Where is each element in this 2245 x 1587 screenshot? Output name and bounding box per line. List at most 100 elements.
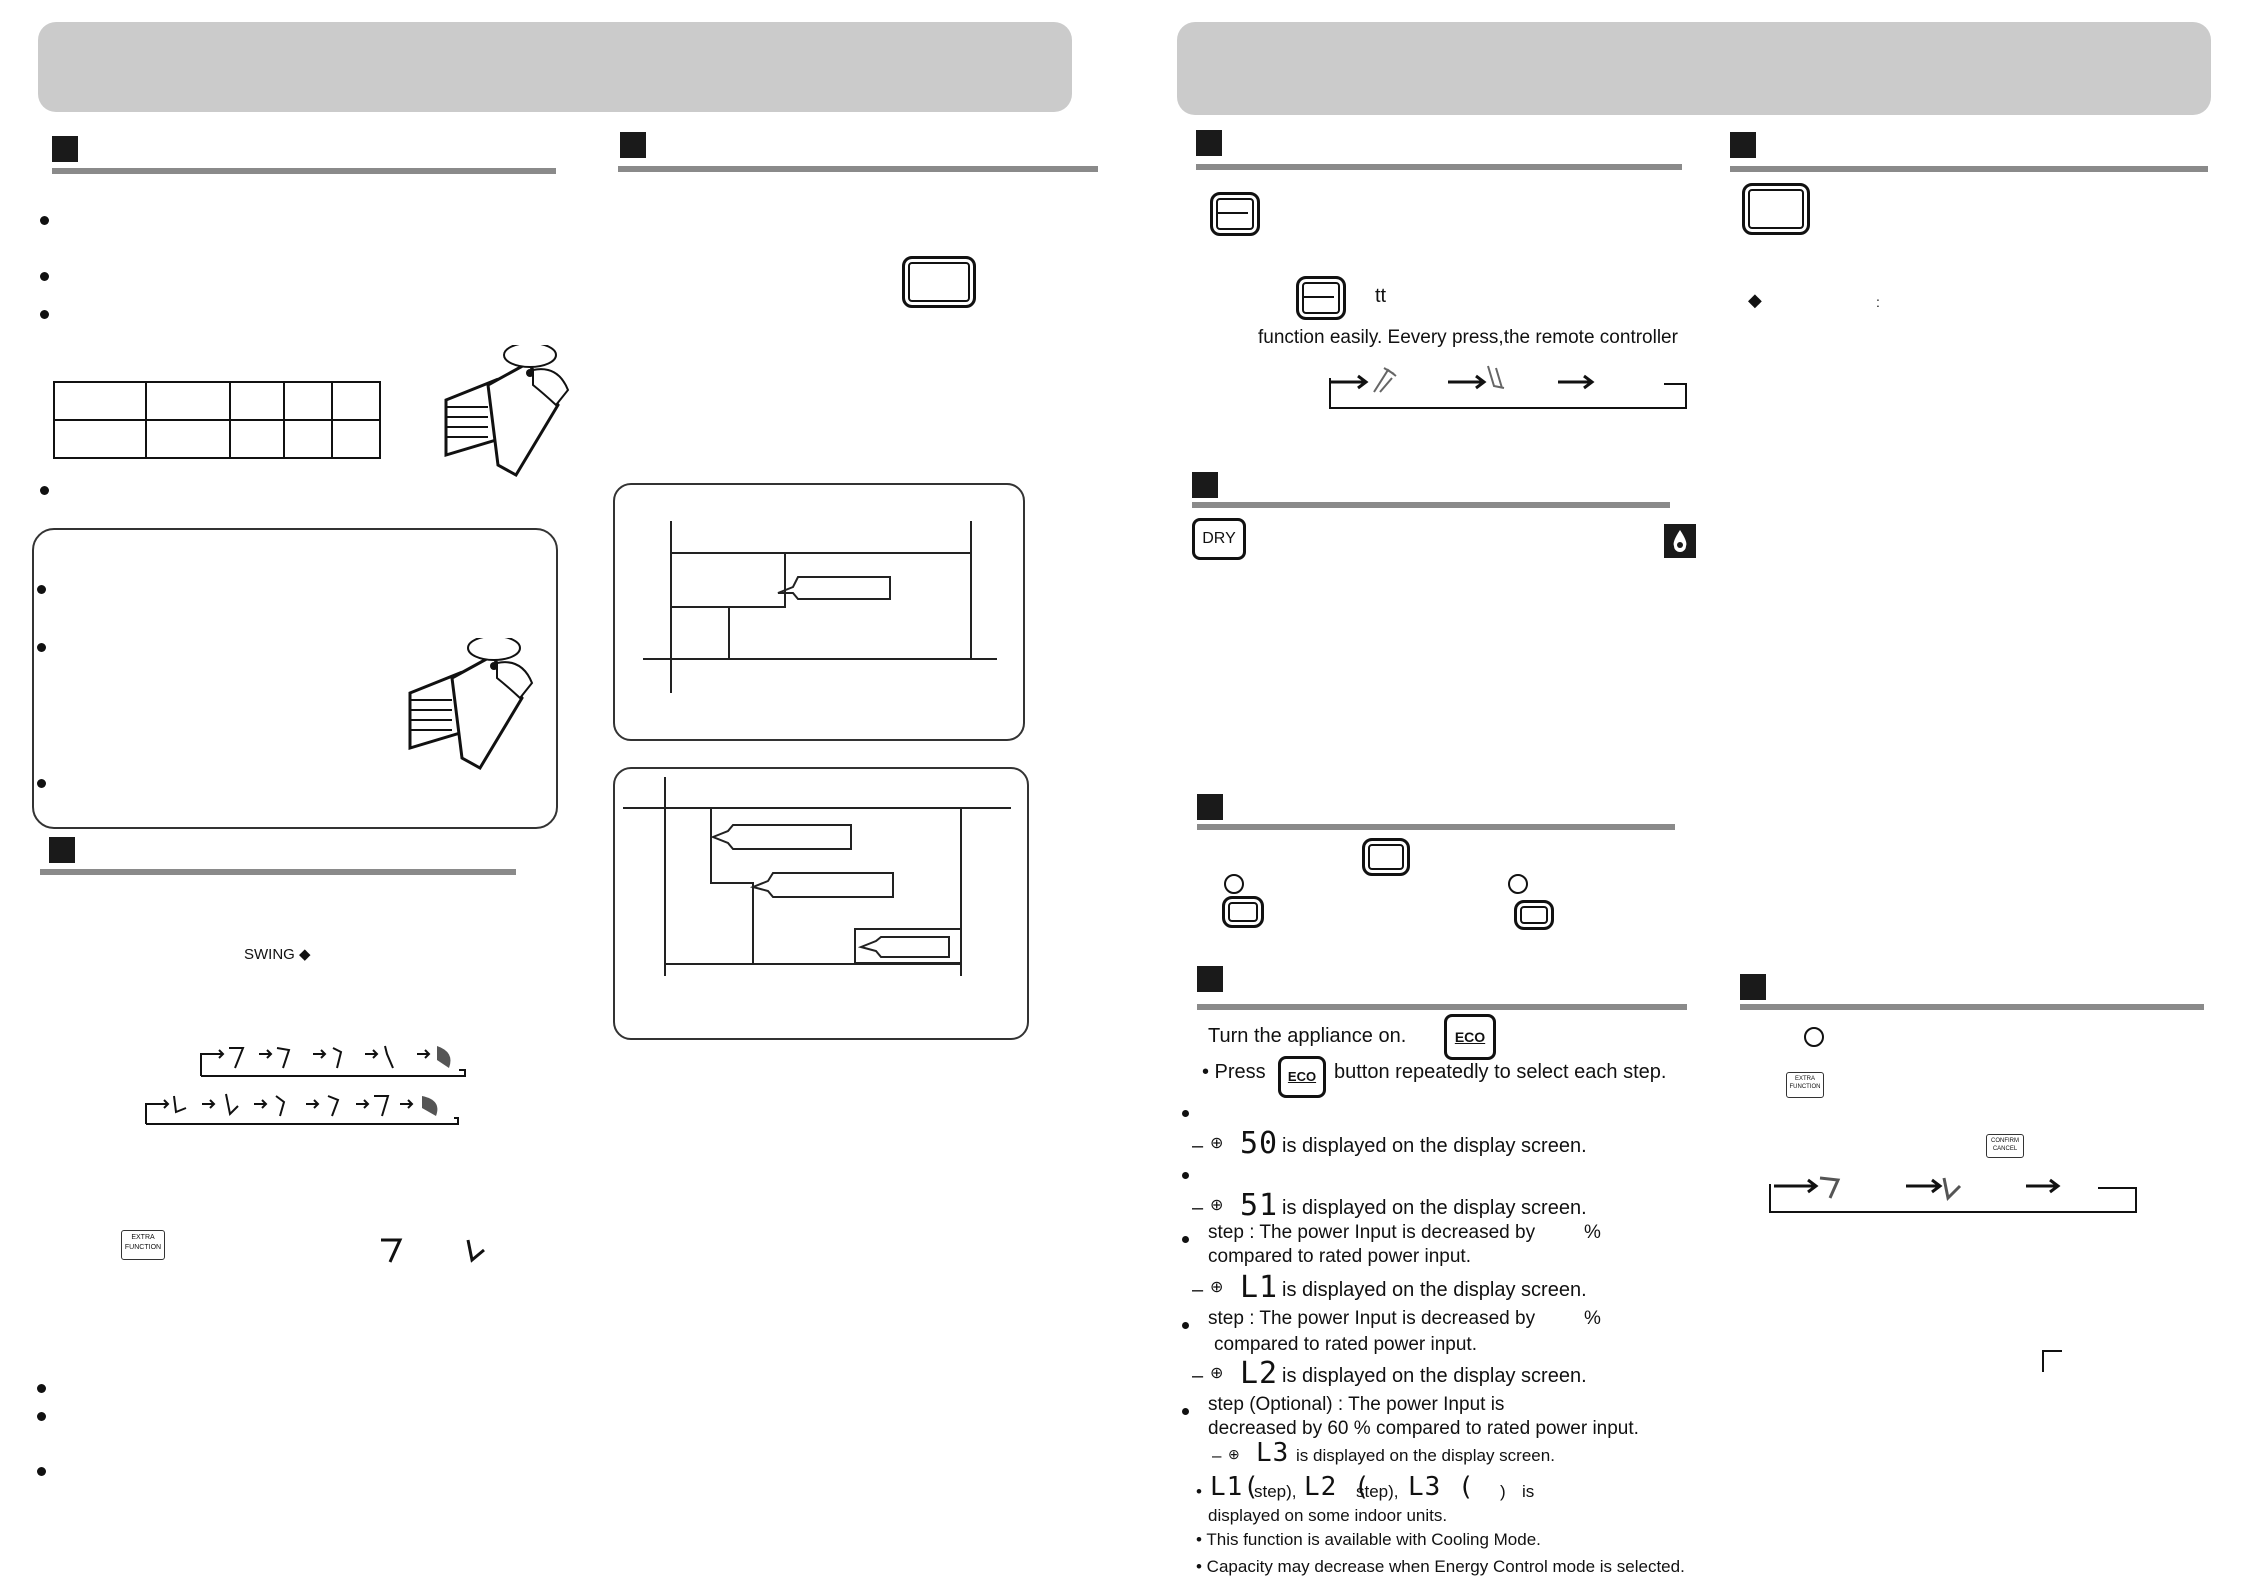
eco-step-l2-percent: % [1584,1308,1601,1329]
eco-code-l2-text: is displayed on the display screen. [1282,1365,1587,1387]
bullet [40,216,49,225]
dash-indicator: – [1192,1365,1204,1387]
dry-mode-icon [1664,524,1696,558]
airflow-button[interactable] [1210,192,1260,236]
eco-step-l2-line1: step : The power Input is decreased by [1208,1308,1536,1329]
eco-mini-icon: ⊕ [1210,1365,1224,1382]
eco-step-l3-line1: step (Optional) : The power Input is [1208,1394,1505,1415]
corner-mark [2042,1350,2062,1372]
section-marker [52,136,78,162]
section-rule [1730,166,2208,172]
eco-step-l1-line2: compared to rated power input. [1208,1246,1471,1267]
louver-down-icon [466,1239,485,1263]
section-rule [52,168,556,174]
eco-summary-s3: ) [1500,1482,1506,1501]
eco-code-l1: L1 [1240,1270,1279,1305]
bullet [37,1384,46,1393]
timing-diagram-2-lines [623,777,1011,976]
louver-up-icon [381,1238,403,1263]
bullet [1182,1408,1189,1415]
bullet [37,779,46,788]
power-icon [1224,874,1244,894]
bullet [40,310,49,319]
bullet [37,585,46,594]
extra-function-button[interactable]: EXTRA FUNCTION [121,1230,165,1260]
eco-step-51-text: is displayed on the display screen. [1282,1197,1587,1219]
confirm-cancel-button[interactable]: CONFIRM CANCEL [1986,1134,2024,1158]
eco-step-l3-line2: decreased by 60 % compared to rated powe… [1208,1418,1639,1439]
eco-step-l1-percent: % [1584,1222,1601,1243]
hand-press-illustration [408,638,534,771]
eco-code-50: 50 [1240,1126,1279,1161]
airflow-button-inline[interactable] [1296,276,1346,320]
left-header-bar [38,22,1072,112]
power-icon [1508,874,1528,894]
section-rule [1740,1004,2204,1010]
remote-button[interactable] [1362,838,1410,876]
dash-indicator: – [1192,1197,1204,1219]
eco-button[interactable]: ECO [1444,1014,1496,1060]
eco-code-51: 51 [1240,1188,1279,1223]
bullet [1182,1172,1189,1179]
eco-code-l2: L2 [1240,1356,1279,1391]
swing-label: SWING ◆ [244,946,311,963]
eco-mini-icon: ⊕ [1228,1446,1240,1462]
timing-diagram-2 [613,767,1029,1040]
eco-summary-l3: L3 ( [1408,1472,1475,1502]
section-marker [1730,132,1756,158]
swing-sequence-vertical [200,1045,466,1077]
bullet [40,272,49,281]
bullet [1182,1236,1189,1243]
extra-function-button[interactable]: EXTRA FUNCTION [1786,1072,1824,1098]
colon-mark: : [1876,294,1880,310]
section-rule [1197,1004,1687,1010]
bullet [37,1467,46,1476]
power-button-left[interactable] [1222,896,1264,928]
eco-code-l3: L3 [1256,1438,1290,1468]
button-divider [1218,212,1248,214]
remote-button[interactable] [1742,183,1810,235]
right-header-bar [1177,22,2211,115]
button-divider [1304,296,1334,298]
remote-button[interactable] [902,256,976,308]
airflow-description: function easily. Eevery press,the remote… [1258,327,1678,348]
section-marker [49,837,75,863]
hand-press-illustration [444,345,570,478]
note-capacity: • Capacity may decrease when Energy Cont… [1196,1557,1685,1576]
eco-summary-l2: L2 ( [1304,1472,1371,1502]
section-marker [1192,472,1218,498]
bullet [1182,1110,1189,1117]
setting-table [53,381,381,459]
section-rule [1192,502,1670,508]
eco-step-l1-line1: step : The power Input is decreased by [1208,1222,1536,1243]
eco-line-repeat: button repeatedly to select each step. [1334,1061,1667,1083]
eco-summary-s1: step), [1254,1482,1297,1501]
power-button-right[interactable] [1514,900,1554,930]
eco-line-press: • Press [1202,1061,1266,1083]
airflow-sequence [1329,365,1687,409]
bullet [1182,1322,1189,1329]
diamond-bullet: ◆ [1748,290,1762,310]
eco-summary-line2: displayed on some indoor units. [1208,1506,1448,1525]
eco-code-l3-text: is displayed on the display screen. [1296,1446,1555,1465]
bullet [40,486,49,495]
bullet-dot: • [1196,1482,1202,1501]
bullet [37,1412,46,1421]
eco-button-inline[interactable]: ECO [1278,1056,1326,1098]
eco-code-l1-text: is displayed on the display screen. [1282,1279,1587,1301]
eco-mini-icon: ⊕ [1210,1197,1224,1214]
swing-sequence-horizontal [145,1093,459,1125]
eco-step-l2-line2: compared to rated power input. [1214,1334,1477,1355]
eco-summary-l1: L1( [1210,1472,1260,1502]
section-marker [620,132,646,158]
bullet [37,643,46,652]
dash-indicator: – [1212,1446,1222,1465]
section-rule [1196,164,1682,170]
airflow-tt: tt [1375,285,1387,307]
note-cooling-mode: • This function is available with Coolin… [1196,1530,1541,1549]
section-rule [40,869,516,875]
timing-diagram-1-lines [643,521,997,693]
extra-function-sequence [1769,1176,2137,1213]
dry-button[interactable]: DRY [1192,518,1246,560]
timing-diagram-1 [613,483,1025,741]
